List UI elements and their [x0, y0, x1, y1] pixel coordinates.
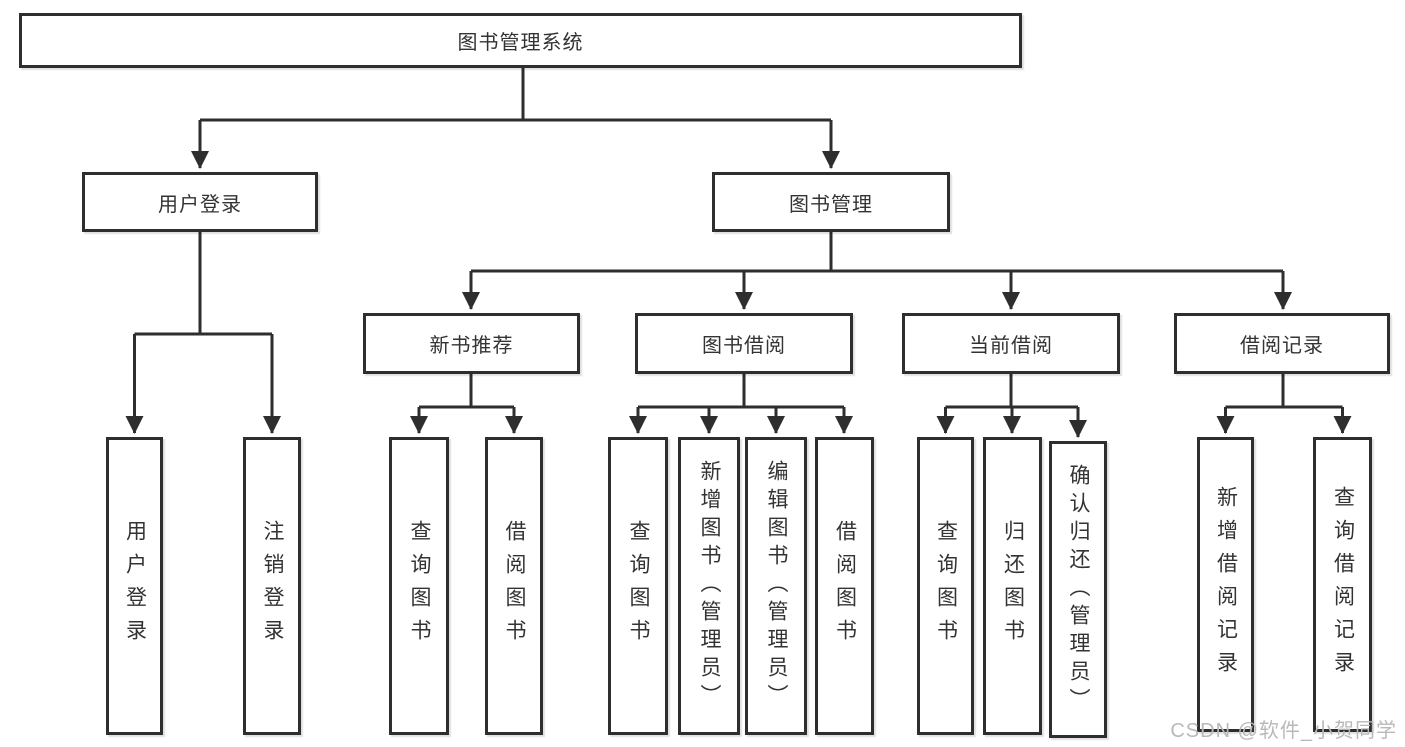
- node-nbr-query-books: 查询图书: [389, 437, 449, 735]
- node-bb-query-books: 查询图书: [608, 437, 668, 735]
- node-cb-confirm-return-admin: 确认归还（管理员）: [1049, 441, 1107, 738]
- node-library-system: 图书管理系统: [19, 13, 1022, 68]
- connector-borrow-records-children: [1216, 374, 1352, 434]
- connector-current-borrow-children: [936, 374, 1087, 438]
- node-user-login-leaf: 用户登录: [106, 437, 163, 735]
- node-logout: 注销登录: [243, 437, 301, 735]
- node-bb-add-books-admin: 新增图书（管理员）: [678, 437, 740, 735]
- csdn-watermark: CSDN @软件_小贺同学: [1170, 720, 1397, 742]
- node-new-book-recommend: 新书推荐: [363, 313, 580, 374]
- connector-book-management-children: [462, 232, 1292, 310]
- node-book-borrow: 图书借阅: [635, 313, 853, 374]
- node-book-management: 图书管理: [712, 172, 950, 232]
- node-bb-edit-books-admin: 编辑图书（管理员）: [745, 437, 807, 735]
- node-cb-query-books: 查询图书: [917, 437, 974, 735]
- node-borrow-records: 借阅记录: [1174, 313, 1390, 374]
- connector-new-book-recommend-children: [410, 374, 523, 434]
- connector-user-login-children: [125, 232, 281, 434]
- node-cb-return-books: 归还图书: [983, 437, 1042, 735]
- node-user-login-branch: 用户登录: [82, 172, 318, 232]
- node-nbr-borrow-books: 借阅图书: [485, 437, 543, 735]
- node-br-query-record: 查询借阅记录: [1313, 437, 1372, 732]
- node-bb-borrow-books: 借阅图书: [815, 437, 874, 735]
- node-current-borrow: 当前借阅: [902, 313, 1120, 374]
- connector-root-to-level2: [191, 68, 840, 169]
- connector-book-borrow-children: [629, 374, 853, 434]
- node-br-add-record: 新增借阅记录: [1197, 437, 1254, 732]
